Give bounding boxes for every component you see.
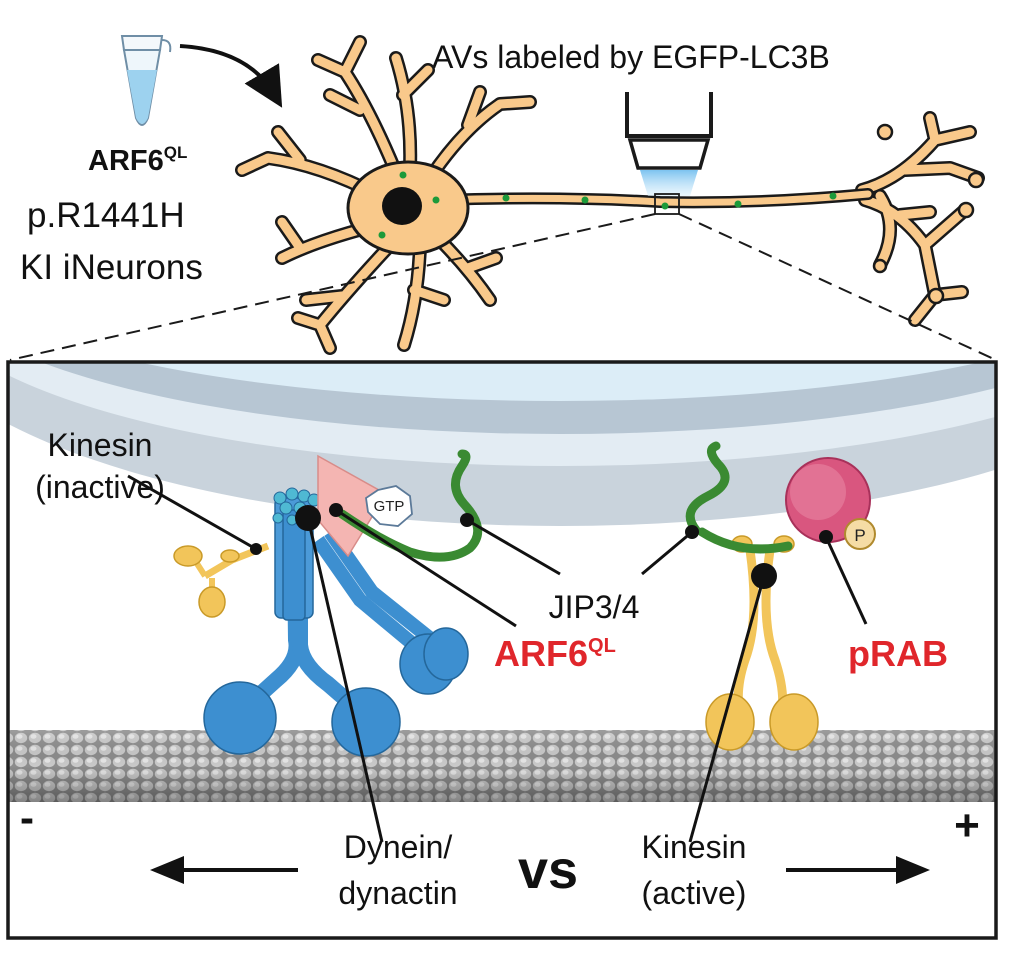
jip-left bbox=[337, 449, 483, 562]
arf6-label-superscript: QL bbox=[588, 635, 616, 657]
cell-line-label-1: p.R1441H bbox=[27, 196, 185, 235]
leader-dots bbox=[250, 503, 833, 589]
dynein-dynactin-complex bbox=[203, 487, 469, 757]
tube-label: ARF6 bbox=[88, 145, 164, 177]
retrograde-arrow bbox=[150, 856, 298, 884]
arf6-label: ARF6 bbox=[494, 633, 588, 674]
vs-label: vs bbox=[518, 840, 578, 900]
kinesin-active-label-1: Kinesin bbox=[642, 829, 747, 865]
microcentrifuge-tube-icon bbox=[120, 35, 172, 126]
gtp-badge: GTP bbox=[365, 485, 413, 527]
anterograde-arrow bbox=[786, 856, 930, 884]
zoom-panel: GTP P bbox=[6, 360, 998, 940]
dynein-label-2: dynactin bbox=[338, 875, 457, 911]
jip-right bbox=[685, 441, 793, 554]
arf6-protein bbox=[317, 454, 388, 558]
kinesin-active-label-2: (active) bbox=[642, 875, 747, 911]
zoom-line-right bbox=[678, 213, 997, 361]
zoom-line-left bbox=[9, 213, 656, 361]
dendrites bbox=[235, 35, 985, 355]
microtubule bbox=[8, 730, 996, 802]
jip-label: JIP3/4 bbox=[549, 589, 640, 625]
phospho-label: P bbox=[854, 526, 865, 545]
dynein-label-1: Dynein/ bbox=[344, 829, 453, 865]
gtp-label: GTP bbox=[374, 498, 405, 515]
nucleus bbox=[382, 187, 422, 225]
microscope-objective-icon bbox=[625, 92, 713, 196]
delivery-arrow bbox=[179, 44, 283, 108]
vesicle-lumen bbox=[138, 362, 982, 401]
zoom-box bbox=[654, 193, 680, 215]
axon bbox=[434, 188, 874, 209]
imaging-label: AVs labeled by EGFP-LC3B bbox=[432, 39, 830, 75]
svg-text:ARF6QL: ARF6QL bbox=[494, 633, 616, 674]
kinesin-inactive-label-1: Kinesin bbox=[48, 427, 153, 463]
kinesin-inactive-label-2: (inactive) bbox=[35, 469, 165, 505]
av-dots bbox=[378, 171, 837, 239]
minus-end-label: - bbox=[20, 794, 34, 841]
leader-lines bbox=[127, 474, 868, 843]
prab-protein: P bbox=[785, 457, 876, 550]
neuron bbox=[235, 35, 985, 355]
prab-label: pRAB bbox=[848, 633, 948, 674]
plus-end-label: + bbox=[954, 801, 980, 850]
cell-line-label-2: KI iNeurons bbox=[20, 248, 203, 287]
tube-label-superscript: QL bbox=[164, 143, 188, 162]
svg-text:ARF6QL: ARF6QL bbox=[88, 143, 187, 177]
